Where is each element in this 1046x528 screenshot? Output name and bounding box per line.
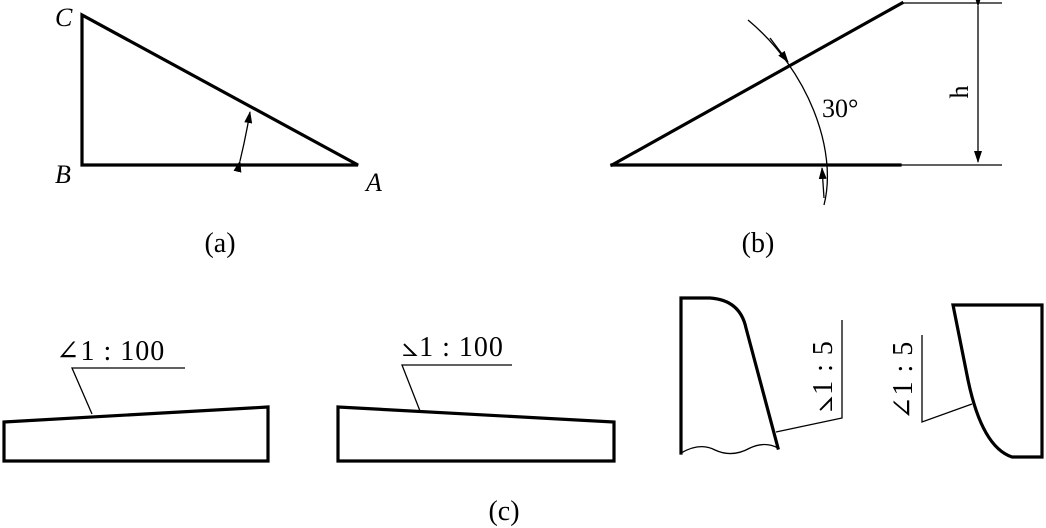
vertex-c-label: C bbox=[55, 3, 73, 32]
left-taper-break-line bbox=[680, 443, 779, 455]
left-taper-shaft bbox=[679, 296, 780, 455]
right-slope-wedge bbox=[336, 405, 616, 463]
angle-dimension-arc bbox=[747, 19, 828, 206]
panel-b-angle-dimension: 30° h (b) bbox=[609, 0, 1002, 259]
caption-a: (a) bbox=[204, 228, 235, 259]
angle-arrow-lower bbox=[818, 167, 827, 199]
angle-arrow-upper bbox=[769, 37, 789, 63]
panel-a-right-triangle: C B A (a) bbox=[55, 3, 382, 259]
inclined-line bbox=[609, 0, 905, 168]
taper-right-label: ∠1 : 5 bbox=[888, 341, 919, 420]
angle-a-arc bbox=[233, 111, 253, 173]
left-slope-wedge bbox=[2, 405, 270, 463]
triangle-abc bbox=[80, 12, 359, 167]
slope-left-label: ∠1 : 100 bbox=[56, 336, 165, 367]
taper-left-label: ⦣1 : 5 bbox=[808, 340, 839, 412]
caption-b: (b) bbox=[742, 228, 775, 259]
left-taper-leader bbox=[775, 320, 843, 433]
vertex-a-label: A bbox=[364, 168, 382, 197]
panel-c-slope-taper: ∠1 : 100 ⦣1 : 100 ⦣1 : 5 ∠1 : 5 (c) bbox=[2, 296, 1044, 527]
height-h-label: h bbox=[945, 86, 974, 99]
caption-c: (c) bbox=[488, 496, 519, 527]
left-slope-leader bbox=[71, 367, 185, 415]
vertex-b-label: B bbox=[55, 160, 71, 189]
slope-right-label: ⦣1 : 100 bbox=[402, 332, 504, 363]
angle-30-label: 30° bbox=[822, 94, 858, 123]
right-slope-leader bbox=[401, 364, 512, 412]
right-taper-leader bbox=[921, 335, 973, 423]
right-taper-shaft bbox=[951, 303, 1044, 459]
